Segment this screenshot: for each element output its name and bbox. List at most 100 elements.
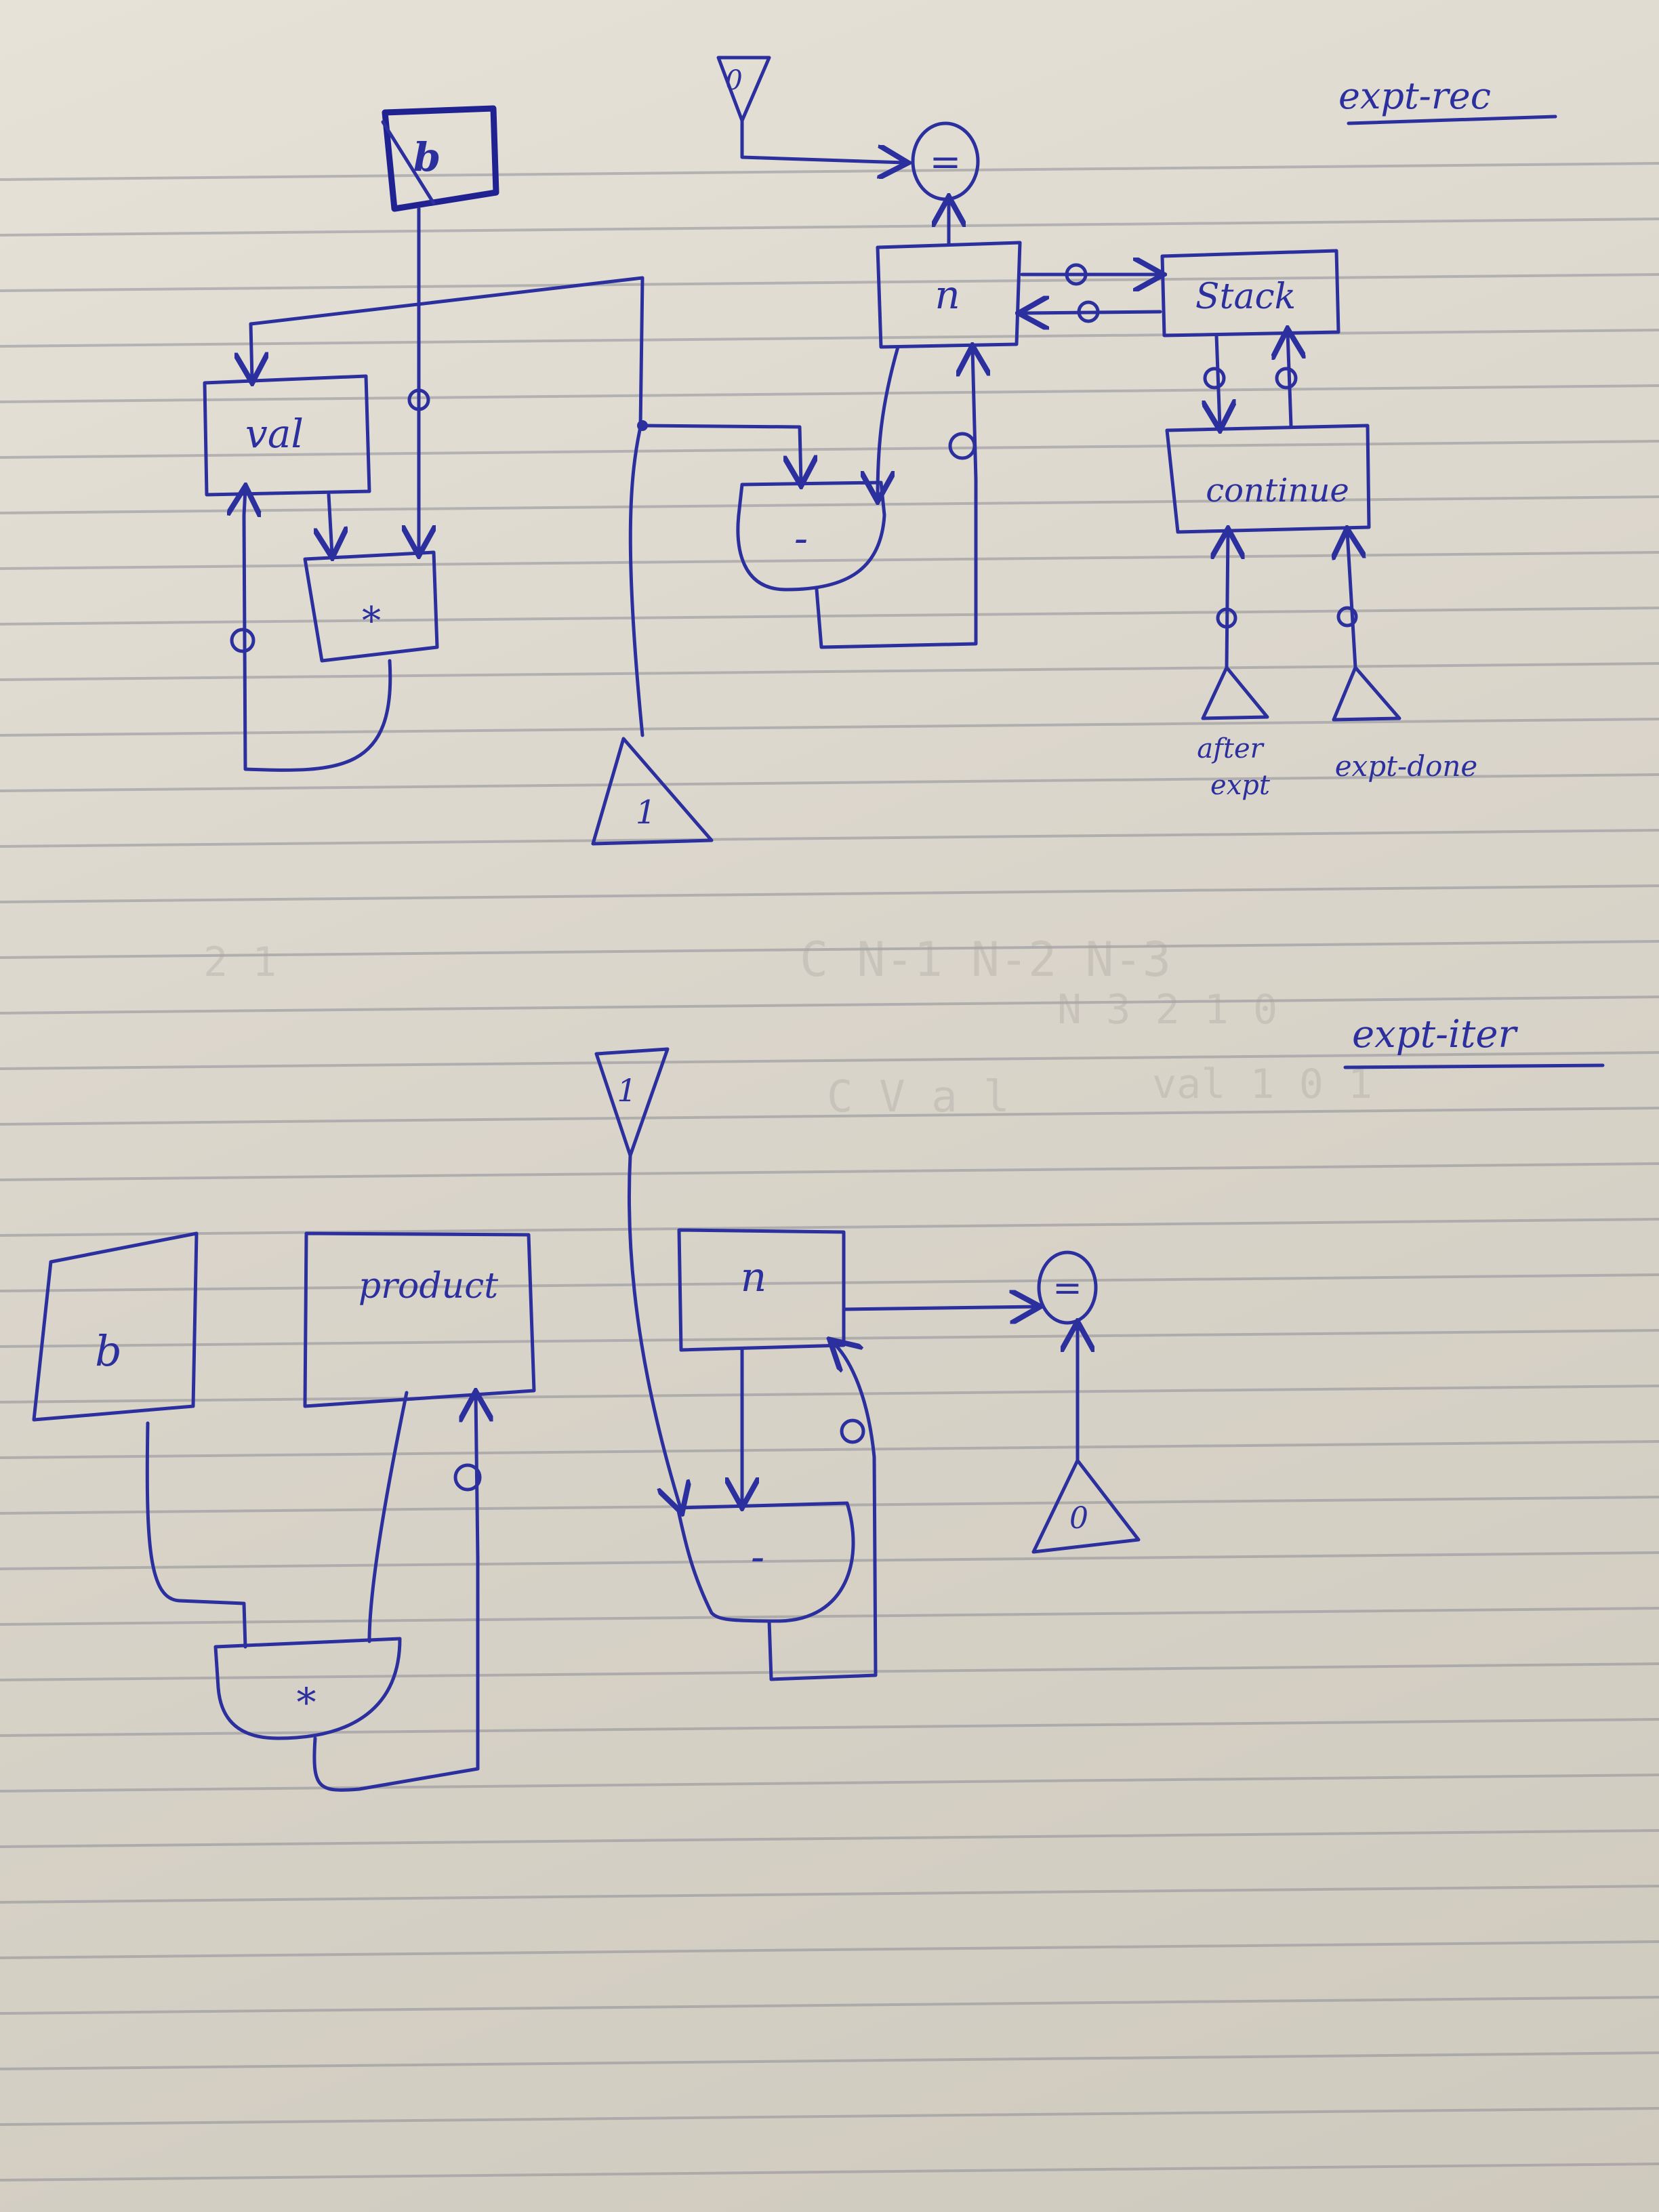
ruled-line	[0, 829, 1659, 848]
svg-text:N 3 2 1 0: N 3 2 1 0	[1057, 986, 1277, 1033]
rec-constant-after-expt: after expt	[1197, 665, 1271, 801]
rec-register-stack: Stack	[1160, 249, 1340, 337]
svg-text:2 1: 2 1	[203, 939, 276, 986]
iter-wire-one-to-sub	[628, 1153, 681, 1510]
rec-button-restore-n[interactable]	[1077, 300, 1100, 323]
iter-operation-multiply: *	[213, 1637, 402, 1740]
rec-wire-after-to-continue	[1227, 532, 1228, 670]
iter-constant-zero: 0	[1031, 1458, 1141, 1554]
svg-text:val 1 0 1: val 1 0 1	[1152, 1061, 1372, 1108]
rec-wire-sub-to-n	[815, 349, 976, 649]
rec-button-assign-after[interactable]	[1216, 607, 1237, 629]
ruled-line	[0, 1273, 1659, 1292]
svg-text:n: n	[741, 1254, 767, 1301]
ruled-line	[0, 1940, 1659, 1959]
svg-text:b: b	[413, 134, 441, 180]
ruled-line	[0, 940, 1659, 959]
svg-text:product: product	[359, 1266, 498, 1307]
ruled-line	[0, 1551, 1659, 1570]
ruled-line	[0, 162, 1659, 181]
iter-wire-sub-to-n	[767, 1342, 878, 1681]
iter-button-product-mul[interactable]	[453, 1463, 482, 1492]
ruled-line	[0, 384, 1659, 403]
ruled-line	[0, 2107, 1659, 2126]
iter-wire-b-to-mul	[145, 1421, 247, 1649]
ruled-line	[0, 607, 1659, 626]
rec-button-save-n[interactable]	[1065, 263, 1088, 286]
rec-wire-one-to-sub	[640, 424, 801, 483]
ruled-line	[0, 1607, 1659, 1626]
rec-button-save-continue[interactable]	[1203, 367, 1226, 390]
rec-test-equal: =	[911, 121, 980, 201]
rec-button-val-mul[interactable]	[230, 628, 255, 653]
ruled-line	[0, 551, 1659, 570]
rec-wire-done-to-continue	[1347, 532, 1355, 670]
iter-constant-one: 1	[594, 1047, 670, 1158]
ruled-line	[0, 1885, 1659, 1904]
iter-register-n: n	[677, 1228, 846, 1352]
rec-button-restore-continue[interactable]	[1275, 367, 1298, 390]
ruled-line	[0, 1162, 1659, 1181]
title-expt-iter-underline	[1343, 1063, 1605, 1069]
show-through: C N-1 N-2 N-3 N 3 2 1 0 2 1 C V a l val …	[203, 932, 1372, 1122]
rec-register-continue: continue	[1165, 424, 1371, 534]
svg-text:after: after	[1197, 733, 1265, 764]
ruled-line	[0, 1996, 1659, 2015]
svg-text:0: 0	[725, 65, 742, 96]
svg-text:Stack: Stack	[1195, 276, 1296, 317]
rec-operation-multiply: *	[303, 550, 439, 663]
svg-text:b: b	[95, 1326, 122, 1376]
ruled-line	[0, 1440, 1659, 1459]
title-expt-rec: expt-rec	[1338, 75, 1491, 117]
ruled-lines	[0, 162, 1659, 2182]
svg-text:*: *	[362, 599, 381, 643]
svg-text:1: 1	[636, 794, 657, 832]
svg-text:C V a l: C V a l	[827, 1072, 1010, 1122]
ruled-line	[0, 329, 1659, 348]
rec-wire-stack-to-n	[1022, 312, 1162, 313]
rec-button-n-sub[interactable]	[948, 432, 977, 460]
svg-text:val: val	[245, 411, 304, 457]
rec-wire-mul-to-val	[244, 489, 392, 772]
svg-text:=: =	[1052, 1268, 1082, 1309]
ruled-line	[0, 1718, 1659, 1737]
svg-text:*: *	[297, 1679, 316, 1725]
rec-wire-stack-to-continue	[1216, 333, 1220, 427]
svg-text:-: -	[751, 1534, 764, 1581]
ruled-line	[0, 996, 1659, 1015]
ruled-line	[0, 773, 1659, 792]
svg-text:0: 0	[1069, 1501, 1088, 1536]
title-expt-iter: expt-iter	[1352, 1012, 1519, 1057]
ruled-line	[0, 495, 1659, 514]
ruled-line	[0, 1829, 1659, 1848]
rec-button-b-mul[interactable]	[407, 388, 430, 411]
ruled-line	[0, 2051, 1659, 2070]
rec-operation-subtract: -	[736, 480, 886, 592]
rec-button-assign-done[interactable]	[1336, 606, 1358, 628]
title-expt-rec-underline	[1347, 115, 1557, 125]
iter-operation-subtract: -	[676, 1501, 855, 1623]
rec-register-n: n	[876, 241, 1022, 349]
svg-text:expt: expt	[1210, 770, 1271, 801]
ruled-line	[0, 884, 1659, 903]
iter-button-n-sub[interactable]	[840, 1418, 865, 1444]
ruled-line	[0, 440, 1659, 459]
svg-text:-: -	[794, 515, 808, 562]
rec-wire-val-to-mul	[329, 493, 332, 554]
ruled-line	[0, 273, 1659, 292]
iter-wire-n-to-eq	[842, 1307, 1037, 1309]
svg-text:=: =	[930, 140, 962, 184]
ruled-line	[0, 1385, 1659, 1404]
iter-wire-product-to-mul	[367, 1391, 409, 1643]
ruled-line	[0, 662, 1659, 681]
ruled-line	[0, 218, 1659, 237]
iter-register-product: product	[303, 1231, 536, 1408]
rec-wire-zero-to-eq	[740, 119, 905, 163]
ruled-line	[0, 1662, 1659, 1681]
svg-text:continue: continue	[1206, 472, 1349, 510]
svg-text:expt-done: expt-done	[1335, 750, 1478, 783]
rec-register-val: val	[203, 374, 371, 497]
svg-text:1: 1	[617, 1072, 636, 1109]
